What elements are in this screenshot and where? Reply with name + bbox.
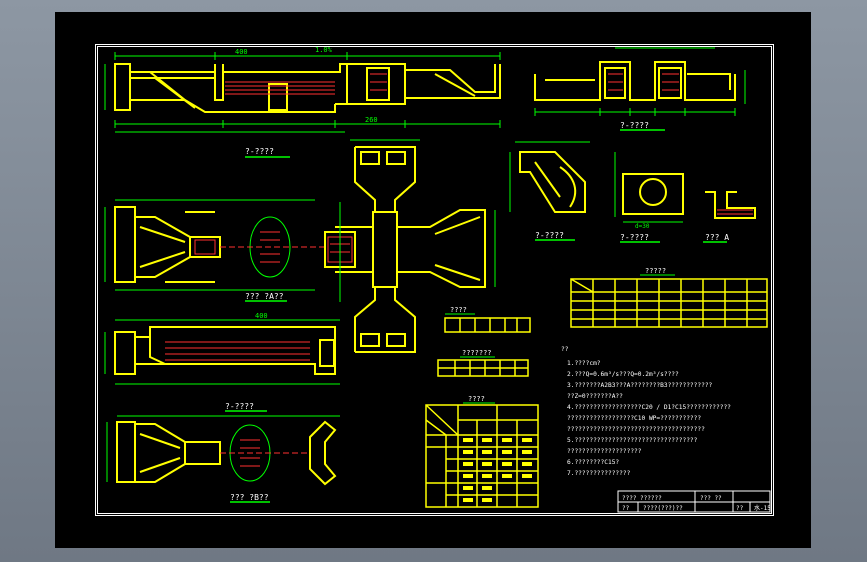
- title-block[interactable]: [617, 490, 771, 513]
- plan-a-hatch: [194, 231, 335, 263]
- note-line-3: 3.???????A2B3???A????????B3????????????: [567, 382, 713, 389]
- section-mid-hatch: [165, 341, 310, 361]
- plan-view-a[interactable]: [114, 206, 291, 283]
- detail-joint[interactable]: [705, 191, 756, 219]
- view-title-section-mid: ?-????: [225, 402, 254, 411]
- drawing-border-inner: [97, 46, 772, 514]
- dim-400-top: 400: [235, 48, 248, 56]
- table2[interactable]: [437, 359, 529, 377]
- title-block-drawing-name: ????(???)??: [643, 505, 683, 512]
- plan-b-dimensions: [106, 415, 340, 482]
- note-line-11: 7.???????????????: [567, 470, 631, 477]
- central-dimensions: [339, 139, 496, 302]
- title-block-stage: ??? ??: [700, 495, 722, 502]
- section-right-hatch: [608, 73, 679, 91]
- table4[interactable]: [570, 278, 768, 328]
- detail-pipe-section[interactable]: [622, 173, 684, 215]
- section-view-top[interactable]: [114, 63, 501, 113]
- title-block-project: ???? ??????: [622, 495, 662, 502]
- table3-cell-marks: [463, 438, 532, 502]
- note-line-4: ??Z=0???????A??: [567, 393, 623, 400]
- section-top-hatch: [225, 73, 387, 95]
- section-view-right[interactable]: [534, 61, 736, 101]
- table2-title: ???????: [462, 349, 492, 357]
- view-title-section-top: ?-????: [245, 147, 274, 156]
- table1-title: ????: [450, 306, 467, 314]
- drawing-sheet: 400 1.0% 260 ?-???? ?-????: [104, 46, 771, 513]
- dim-slope-top: 1.0%: [315, 46, 333, 54]
- section-mid-dimensions: [104, 319, 340, 385]
- view-title-detail-c: ??? A: [705, 233, 729, 242]
- section-view-mid[interactable]: [114, 326, 336, 375]
- dim-260-top: 260: [365, 116, 378, 124]
- central-cross-structure[interactable]: [324, 146, 486, 353]
- section-right-dimensions: [534, 47, 746, 116]
- note-line-8: 5.?????????????????????????????????: [567, 437, 698, 444]
- view-title-plan-a: ??? ?A??: [245, 292, 284, 301]
- dim-pipe-d: d=30: [635, 223, 650, 230]
- notes-block: ?? 1.????cm? 2.???Q=0.6m³/s???Q=0.2m³/s?…: [561, 346, 731, 477]
- detail-wing-dims: [509, 141, 590, 212]
- title-block-sheet-number: 水-15: [754, 504, 771, 512]
- table1[interactable]: [444, 317, 531, 333]
- plan-a-dimensions: [104, 199, 315, 291]
- view-title-detail-b: ?-????: [620, 233, 649, 242]
- table4-title: ?????: [645, 267, 666, 275]
- table3-title: ????: [468, 395, 485, 403]
- title-block-label: ??: [622, 505, 630, 512]
- view-title-plan-b: ??? ?B??: [230, 493, 269, 502]
- detail-joint-hatch: [717, 209, 753, 215]
- drawing-border-outer: [95, 44, 774, 516]
- title-block-no-label: ??: [736, 505, 744, 512]
- note-line-1: 1.????cm?: [567, 360, 601, 367]
- note-line-7: ?????????????????????????????????????: [567, 426, 705, 433]
- cad-drawing-canvas[interactable]: 400 1.0% 260 ?-???? ?-????: [55, 12, 811, 548]
- plan-b-hatch: [220, 439, 310, 467]
- view-title-detail-a: ?-????: [535, 231, 564, 240]
- note-line-9: ????????????????????: [567, 448, 642, 455]
- notes-heading: ??: [561, 346, 569, 353]
- detail-wing-wall[interactable]: [519, 151, 586, 213]
- view-title-section-right: ?-????: [620, 121, 649, 130]
- note-line-5: 4.??????????????????C20 / D1?C15????????…: [567, 404, 731, 411]
- note-line-10: 6.????????C15?: [567, 459, 619, 466]
- detail-pipe-dims: [614, 152, 683, 223]
- section-top-dimensions: [104, 52, 501, 133]
- note-line-2: 2.???Q=0.6m³/s???Q=0.2m³/s????: [567, 371, 679, 378]
- note-line-6: ??????????????????C10 WP=???????????: [567, 415, 701, 422]
- dim-400-mid: 400: [255, 312, 268, 320]
- table3[interactable]: [425, 404, 539, 508]
